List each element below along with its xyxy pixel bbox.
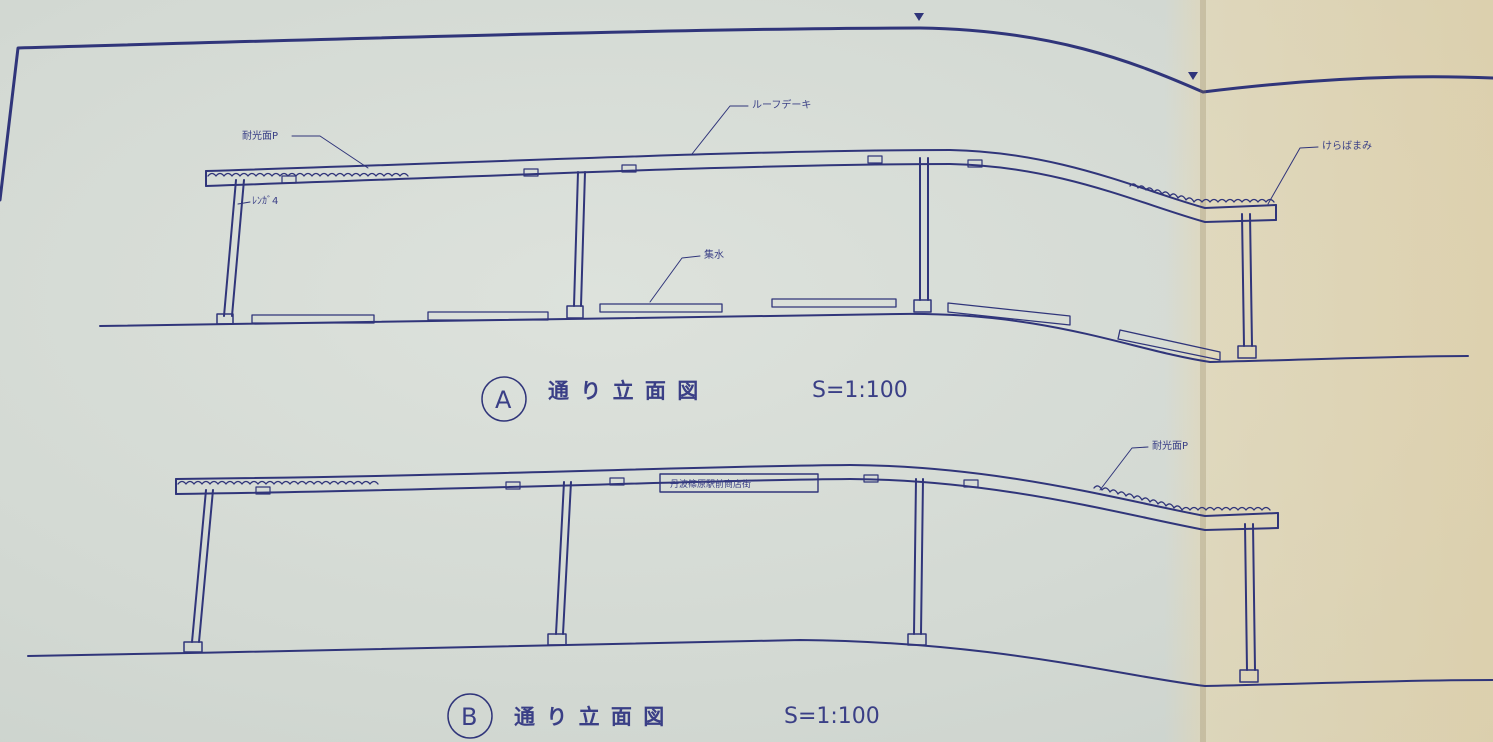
column-b1 <box>183 489 214 653</box>
sheet-border-line <box>0 26 1493 202</box>
planter <box>771 298 897 308</box>
beam-block <box>505 481 521 490</box>
elevation-a: 耐光面P ルーフデーキ ﾚﾝｶﾞ4 集水 けらばまみ A 通 り 立 面 図 S… <box>99 98 1469 422</box>
beam-block <box>281 175 297 184</box>
corrugated-roof-left-a <box>207 172 409 177</box>
beam-block <box>963 479 979 488</box>
circle-letter-b: B <box>461 703 477 731</box>
column-b2 <box>547 481 572 646</box>
leader-line <box>1099 446 1149 491</box>
column-a2 <box>566 171 586 319</box>
roof-bottom-a <box>205 163 1277 223</box>
elevation-title-a: 通 り 立 面 図 <box>548 379 700 403</box>
ground-line-a <box>99 312 1469 363</box>
beam-block <box>609 477 625 486</box>
note-roof-left-a: 耐光面P <box>242 129 278 142</box>
leader-line <box>291 135 369 169</box>
corrugated-roof-right-a <box>1129 183 1275 203</box>
column-b3 <box>907 478 927 646</box>
note-ground-a: 集水 <box>704 248 724 261</box>
column-a3 <box>913 157 932 313</box>
column-a1 <box>216 179 245 325</box>
shop-sign-text: 丹波篠原駅前商店街 <box>670 478 751 490</box>
roof-top-b <box>175 464 1279 517</box>
scale-label-b: S=1:100 <box>784 704 880 729</box>
beam-block <box>867 155 883 164</box>
circle-letter-a: A <box>495 386 512 414</box>
planter <box>599 303 723 313</box>
note-roof-right-a: けらばまみ <box>1322 140 1372 152</box>
note-roof-right-b: 耐光面P <box>1152 439 1188 452</box>
scale-label-a: S=1:100 <box>812 378 908 403</box>
note-roof-mid-a: ルーフデーキ <box>752 98 811 111</box>
beam-block <box>523 168 539 177</box>
beam-block <box>863 474 879 483</box>
corrugated-roof-right-b <box>1093 485 1271 511</box>
beam-block <box>621 164 637 173</box>
planter <box>427 311 549 321</box>
elevation-title-b: 通 り 立 面 図 <box>514 705 666 729</box>
beam-block <box>255 486 271 495</box>
beam-block <box>967 159 983 168</box>
column-b4 <box>1239 523 1259 683</box>
planter <box>1117 329 1221 361</box>
note-column-a: ﾚﾝｶﾞ4 <box>252 195 278 207</box>
circle-label-b <box>447 693 493 739</box>
roof-top-a <box>205 149 1277 209</box>
column-a4 <box>1237 213 1257 359</box>
planter <box>947 302 1071 326</box>
leader-line <box>649 255 701 303</box>
leader-line <box>237 201 251 205</box>
datum-marker-icon <box>914 13 924 21</box>
roof-bottom-b <box>175 478 1279 531</box>
ground-line-b <box>27 639 1493 687</box>
elevation-b: 丹波篠原駅前商店街 耐光面P B <box>27 439 1493 739</box>
leader-line <box>1267 146 1319 205</box>
shop-sign <box>659 473 819 493</box>
circle-label-a <box>481 376 527 422</box>
leader-line <box>691 105 749 155</box>
planter <box>251 314 375 324</box>
corrugated-roof-left-b <box>177 480 379 485</box>
datum-marker-icon <box>1188 72 1198 80</box>
